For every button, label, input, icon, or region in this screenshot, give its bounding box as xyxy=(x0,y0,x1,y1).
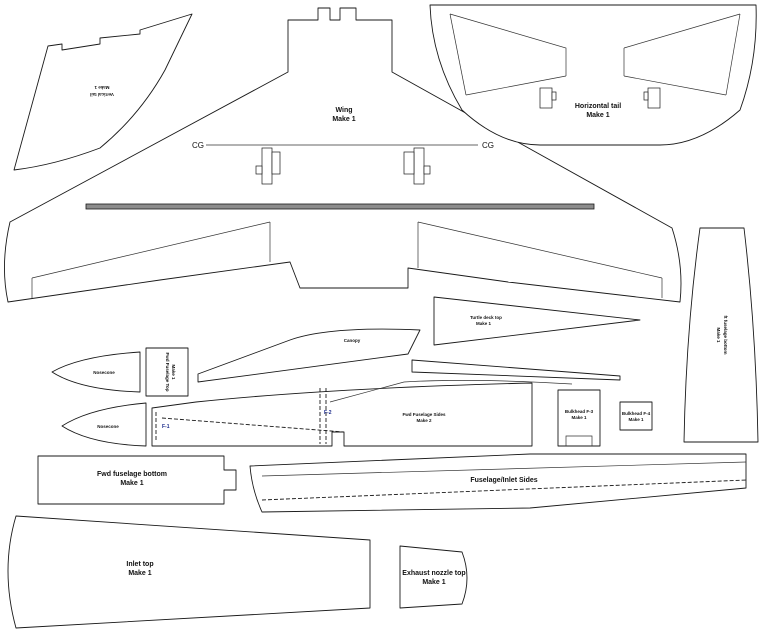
fwd-fuselage-top-part[interactable]: Fwd Fuselage Top Make 1 xyxy=(145,347,189,397)
nosecone-upper-part[interactable]: Nosecone xyxy=(51,351,141,393)
exhaust-nozzle-top-qty: Make 1 xyxy=(422,579,445,586)
fuselage-strip xyxy=(411,359,621,381)
servo-htail-right-icon xyxy=(643,87,661,109)
bulkhead-f3-label: Bulkhead F-3 xyxy=(565,409,594,414)
inlet-top-label: Inlet top xyxy=(126,561,153,568)
fwd-fuselage-top-qty: Make 1 xyxy=(171,364,176,380)
servo-htail-left-icon xyxy=(539,87,557,109)
bulkhead-f3-qty: Make 1 xyxy=(571,415,587,420)
turtle-deck-top-part[interactable]: Turtle deck top Make 1 xyxy=(433,296,641,346)
canopy-part[interactable]: Canopy xyxy=(197,328,421,383)
fwd-fuselage-bottom-label: Fwd fuselage bottom xyxy=(97,471,167,478)
horizontal-tail-qty: Make 1 xyxy=(586,112,609,119)
servo-right-icon xyxy=(403,147,431,185)
bulkhead-f4-label: Bulkhead F-4 xyxy=(622,411,651,416)
servo-left-icon xyxy=(255,147,281,185)
fwd-fuselage-sides-part[interactable]: F-1 F-2 Fwd Fuselage Sides Make 2 xyxy=(151,359,621,447)
cg-left-label: CG xyxy=(192,141,204,150)
vertical-tail-qty: Make 1 xyxy=(94,85,110,90)
wing-spar xyxy=(85,203,595,210)
cg-right-label: CG xyxy=(482,141,494,150)
nosecone-lower-label: Nosecone xyxy=(97,424,119,429)
bulkhead-f3-part[interactable]: Bulkhead F-3 Make 1 xyxy=(557,389,601,447)
turtle-deck-label: Turtle deck top xyxy=(470,315,502,320)
former-f2-label: F-2 xyxy=(324,410,332,416)
exhaust-nozzle-top-label: Exhaust nozzle top xyxy=(402,570,465,577)
horizontal-tail-label: Horizontal tail xyxy=(575,103,621,110)
aft-fuselage-bottom-part[interactable]: ft fuselage bottom Make 1 xyxy=(683,227,759,443)
fwd-fuselage-top-label: Fwd Fuselage Top xyxy=(165,353,170,392)
canopy-label: Canopy xyxy=(344,338,361,343)
aft-fuselage-bottom-label: ft fuselage bottom xyxy=(723,316,728,355)
fwd-fuselage-sides-label: Fwd Fuselage Sides xyxy=(402,412,446,417)
wing-part[interactable]: CG CG Wing Make 1 xyxy=(4,7,682,303)
wing-qty: Make 1 xyxy=(332,116,355,123)
fwd-fuselage-bottom-part[interactable]: Fwd fuselage bottom Make 1 xyxy=(37,455,237,505)
wing-label: Wing xyxy=(335,107,352,114)
fwd-fuselage-bottom-qty: Make 1 xyxy=(120,480,143,487)
former-f1-label: F-1 xyxy=(162,424,170,430)
vertical-tail-label: Vertical tail xyxy=(90,92,114,97)
inlet-top-part[interactable]: Inlet top Make 1 xyxy=(7,515,371,629)
fwd-fuselage-sides-qty: Make 2 xyxy=(416,418,432,423)
bulkhead-f4-qty: Make 1 xyxy=(628,417,644,422)
vertical-tail-part[interactable]: Vertical tail Make 1 xyxy=(13,13,193,171)
horizontal-tail-part[interactable]: Horizontal tail Make 1 xyxy=(429,4,757,146)
exhaust-nozzle-top-part[interactable]: Exhaust nozzle top Make 1 xyxy=(399,545,468,609)
nosecone-lower-part[interactable]: Nosecone xyxy=(61,402,147,447)
inlet-top-qty: Make 1 xyxy=(128,570,151,577)
fuselage-inlet-sides-label: Fuselage/Inlet Sides xyxy=(470,477,537,484)
aft-fuselage-bottom-qty: Make 1 xyxy=(716,327,721,343)
nosecone-upper-label: Nosecone xyxy=(93,370,115,375)
turtle-deck-qty: Make 1 xyxy=(476,321,492,326)
fuselage-inlet-sides-part[interactable]: Fuselage/Inlet Sides xyxy=(249,453,747,513)
bulkhead-f4-part[interactable]: Bulkhead F-4 Make 1 xyxy=(619,401,653,431)
